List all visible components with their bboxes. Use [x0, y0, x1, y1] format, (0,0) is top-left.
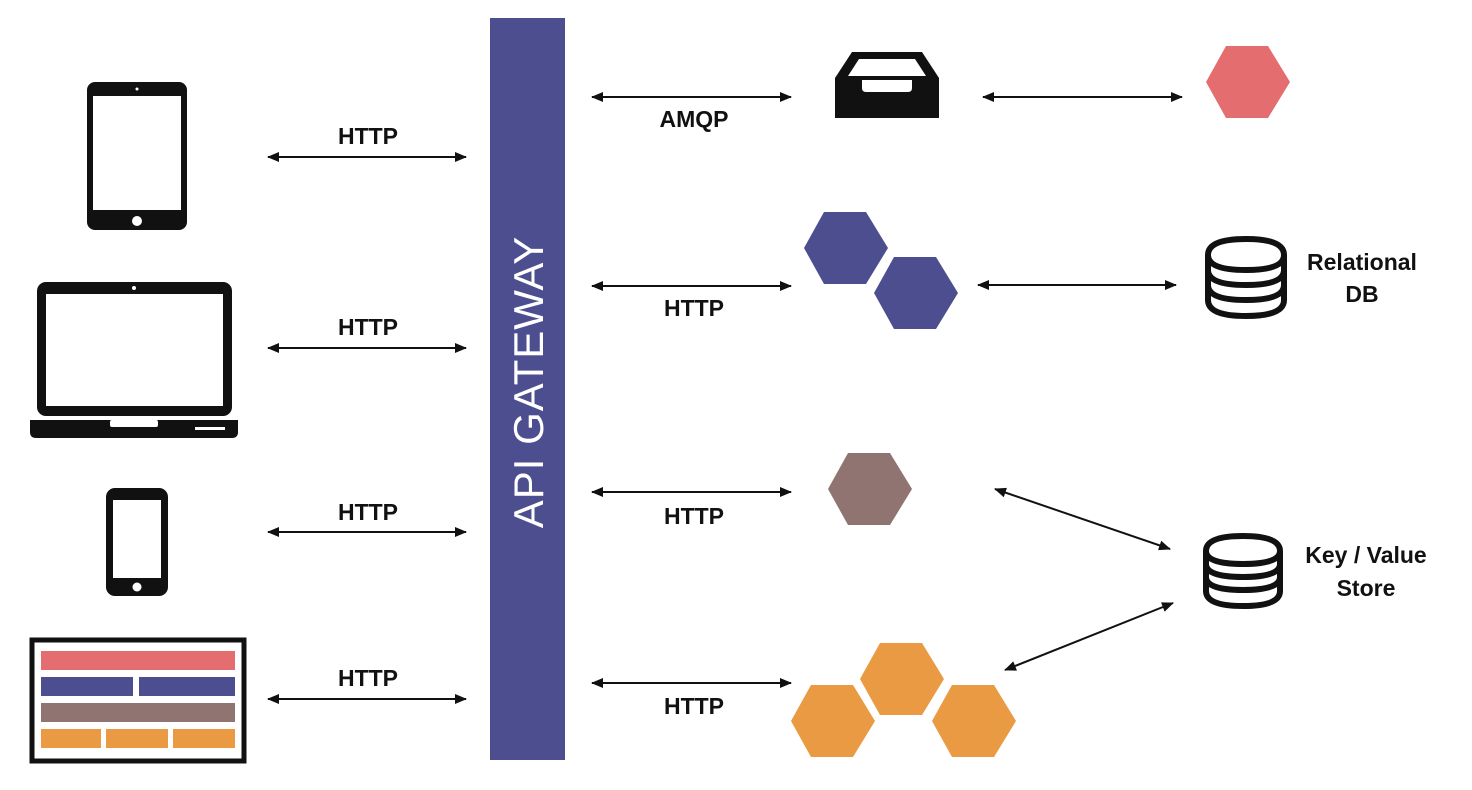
queue-protocol-label: AMQP	[660, 106, 729, 132]
api-gateway: API GATEWAY	[490, 18, 565, 760]
api-gateway-bar	[490, 18, 565, 760]
database-icon	[1203, 532, 1283, 610]
orange-services-protocol-label: HTTP	[664, 693, 724, 719]
blue-service-hexagon-2	[874, 257, 958, 329]
red-service-hexagon	[1206, 46, 1290, 118]
inbox-tray-icon	[835, 52, 939, 118]
brown-service-hexagon	[828, 453, 912, 525]
api-gateway-label: API GATEWAY	[505, 236, 552, 529]
phone-icon	[106, 488, 168, 596]
brown-service-kv-store-arrow	[994, 487, 1171, 551]
relational-db-label: Relational	[1307, 249, 1417, 275]
blue-services-protocol-label: HTTP	[664, 295, 724, 321]
orange-services	[791, 643, 1016, 757]
database-icon	[1205, 235, 1287, 320]
brown-service-protocol-label: HTTP	[664, 503, 724, 529]
blue-services	[804, 212, 958, 329]
orange-service-hexagon-3	[932, 685, 1016, 757]
phone-protocol-label: HTTP	[338, 499, 398, 525]
orange-service-hexagon-1	[860, 643, 944, 715]
kv-store-label: Key / Value	[1305, 542, 1426, 568]
web-app-icon	[29, 637, 247, 764]
orange-services-kv-store-arrow	[1004, 602, 1174, 671]
kv-store-label-line2: Store	[1337, 575, 1396, 601]
tablet-icon	[87, 82, 187, 230]
web-app-protocol-label: HTTP	[338, 665, 398, 691]
laptop-icon	[30, 282, 238, 438]
laptop-protocol-label: HTTP	[338, 314, 398, 340]
relational-db-label-line2: DB	[1345, 281, 1378, 307]
blue-service-hexagon-1	[804, 212, 888, 284]
orange-service-hexagon-2	[791, 685, 875, 757]
tablet-protocol-label: HTTP	[338, 123, 398, 149]
